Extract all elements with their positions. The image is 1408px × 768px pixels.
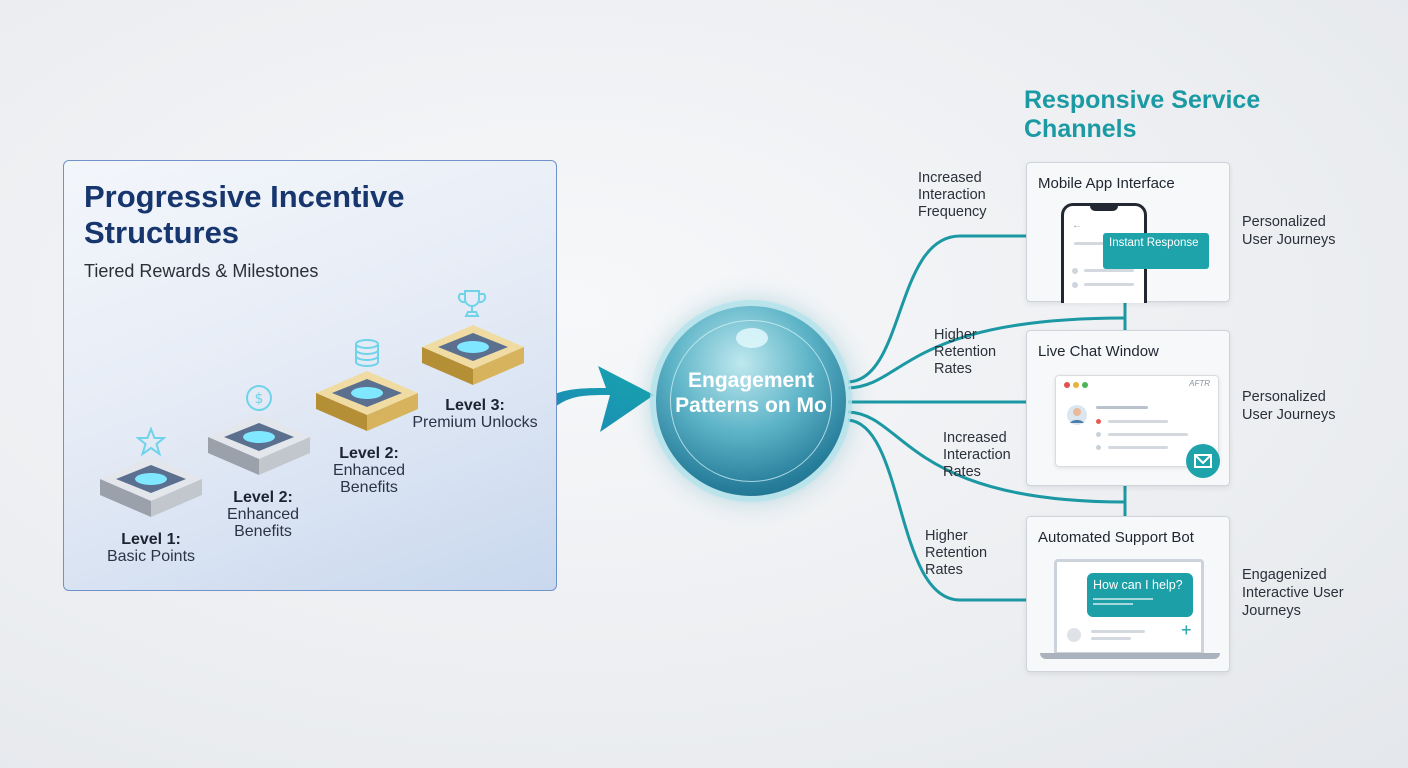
- link-frequency: [847, 234, 1026, 384]
- tier-label-3: Level 2:Enhanced Benefits: [332, 445, 406, 496]
- phone-line: [1074, 242, 1114, 245]
- chat-window-mockup: AFTR: [1055, 375, 1219, 467]
- bot-bubble-line: [1093, 598, 1153, 600]
- bot-bubble-line: [1093, 603, 1133, 605]
- incentive-panel: Progressive Incentive Structures Tiered …: [63, 160, 557, 591]
- back-arrow-icon: ←: [1072, 220, 1082, 231]
- engagement-hub: Engagement Patterns on Mo: [656, 306, 846, 496]
- card-title-mobile: Mobile App Interface: [1038, 175, 1175, 192]
- window-min-dot: [1073, 382, 1079, 388]
- avatar: [1067, 405, 1087, 425]
- edge-label-retention-top: Higher Retention Rates: [934, 327, 997, 377]
- star-icon: [136, 427, 166, 457]
- chat-line: [1096, 406, 1148, 409]
- window-close-dot: [1064, 382, 1070, 388]
- edge-label-retention-bottom: Higher Retention Rates: [925, 528, 988, 578]
- tier-platform-2: [208, 415, 310, 475]
- chat-bullet: [1096, 432, 1101, 437]
- bot-bubble: How can I help?: [1087, 573, 1193, 617]
- chat-line: [1108, 446, 1168, 449]
- phone-dot: [1072, 268, 1078, 274]
- panel-subtitle: Tiered Rewards & Milestones: [84, 261, 319, 281]
- instant-response-bubble: Instant Response: [1103, 233, 1209, 269]
- bot-line: [1091, 630, 1145, 633]
- bot-bubble-text: How can I help?: [1093, 578, 1183, 592]
- side-label-2: Personalized User Journeys: [1242, 389, 1336, 423]
- chat-line: [1108, 433, 1188, 436]
- phone-dot: [1072, 282, 1078, 288]
- tier-label-2: Level 2:Enhanced Benefits: [226, 489, 300, 540]
- hub-ring: [670, 320, 832, 482]
- edge-label-frequency: Increased Interaction Frequency: [918, 170, 987, 220]
- phone-line: [1084, 283, 1134, 286]
- link-retention-top: [847, 316, 1126, 390]
- channels-title: Responsive Service Channels: [1024, 86, 1261, 143]
- tier-label-4: Level 3:Premium Unlocks: [412, 397, 538, 431]
- laptop-base: [1040, 653, 1220, 659]
- window-max-dot: [1082, 382, 1088, 388]
- window-tag: AFTR: [1189, 379, 1210, 388]
- edge-label-interaction-rates: Increased Interaction Rates: [943, 430, 1011, 480]
- tier-platform-1: [100, 457, 202, 517]
- chat-bullet: [1096, 445, 1101, 450]
- panel-title: Progressive Incentive Structures: [84, 179, 405, 250]
- hub-label: Engagement Patterns on Mo: [675, 369, 827, 417]
- card-title-livechat: Live Chat Window: [1038, 343, 1159, 360]
- link-interaction-rates: [847, 410, 1126, 504]
- chat-bullet: [1096, 419, 1101, 424]
- chat-line: [1108, 420, 1168, 423]
- phone-line: [1084, 269, 1134, 272]
- flow-arrow: [325, 366, 654, 572]
- tier-platform-3: [316, 371, 418, 431]
- mail-icon[interactable]: [1185, 443, 1221, 479]
- card-live-chat: Live Chat Window AFTR: [1026, 330, 1230, 486]
- bot-avatar-dot: [1067, 628, 1081, 642]
- card-title-bot: Automated Support Bot: [1038, 529, 1194, 546]
- bot-line: [1091, 637, 1131, 640]
- trophy-icon: [457, 290, 487, 317]
- card-support-bot: Automated Support Bot + How can I help?: [1026, 516, 1230, 672]
- side-label-3: Engagenized Interactive User Journeys: [1242, 567, 1344, 619]
- side-label-1: Personalized User Journeys: [1242, 214, 1336, 248]
- phone-notch: [1090, 205, 1118, 211]
- coin-stack-icon: [355, 339, 379, 367]
- svg-text:$: $: [255, 391, 264, 407]
- card-mobile-app: Mobile App Interface ← Instant Response: [1026, 162, 1230, 303]
- plus-icon[interactable]: +: [1181, 620, 1192, 640]
- tier-label-1: Level 1:Basic Points: [106, 531, 196, 565]
- tier-platform-4: [422, 325, 524, 385]
- hub-highlight: [736, 328, 768, 348]
- link-retention-bottom: [847, 418, 1026, 602]
- dollar-coin-icon: $: [246, 385, 272, 411]
